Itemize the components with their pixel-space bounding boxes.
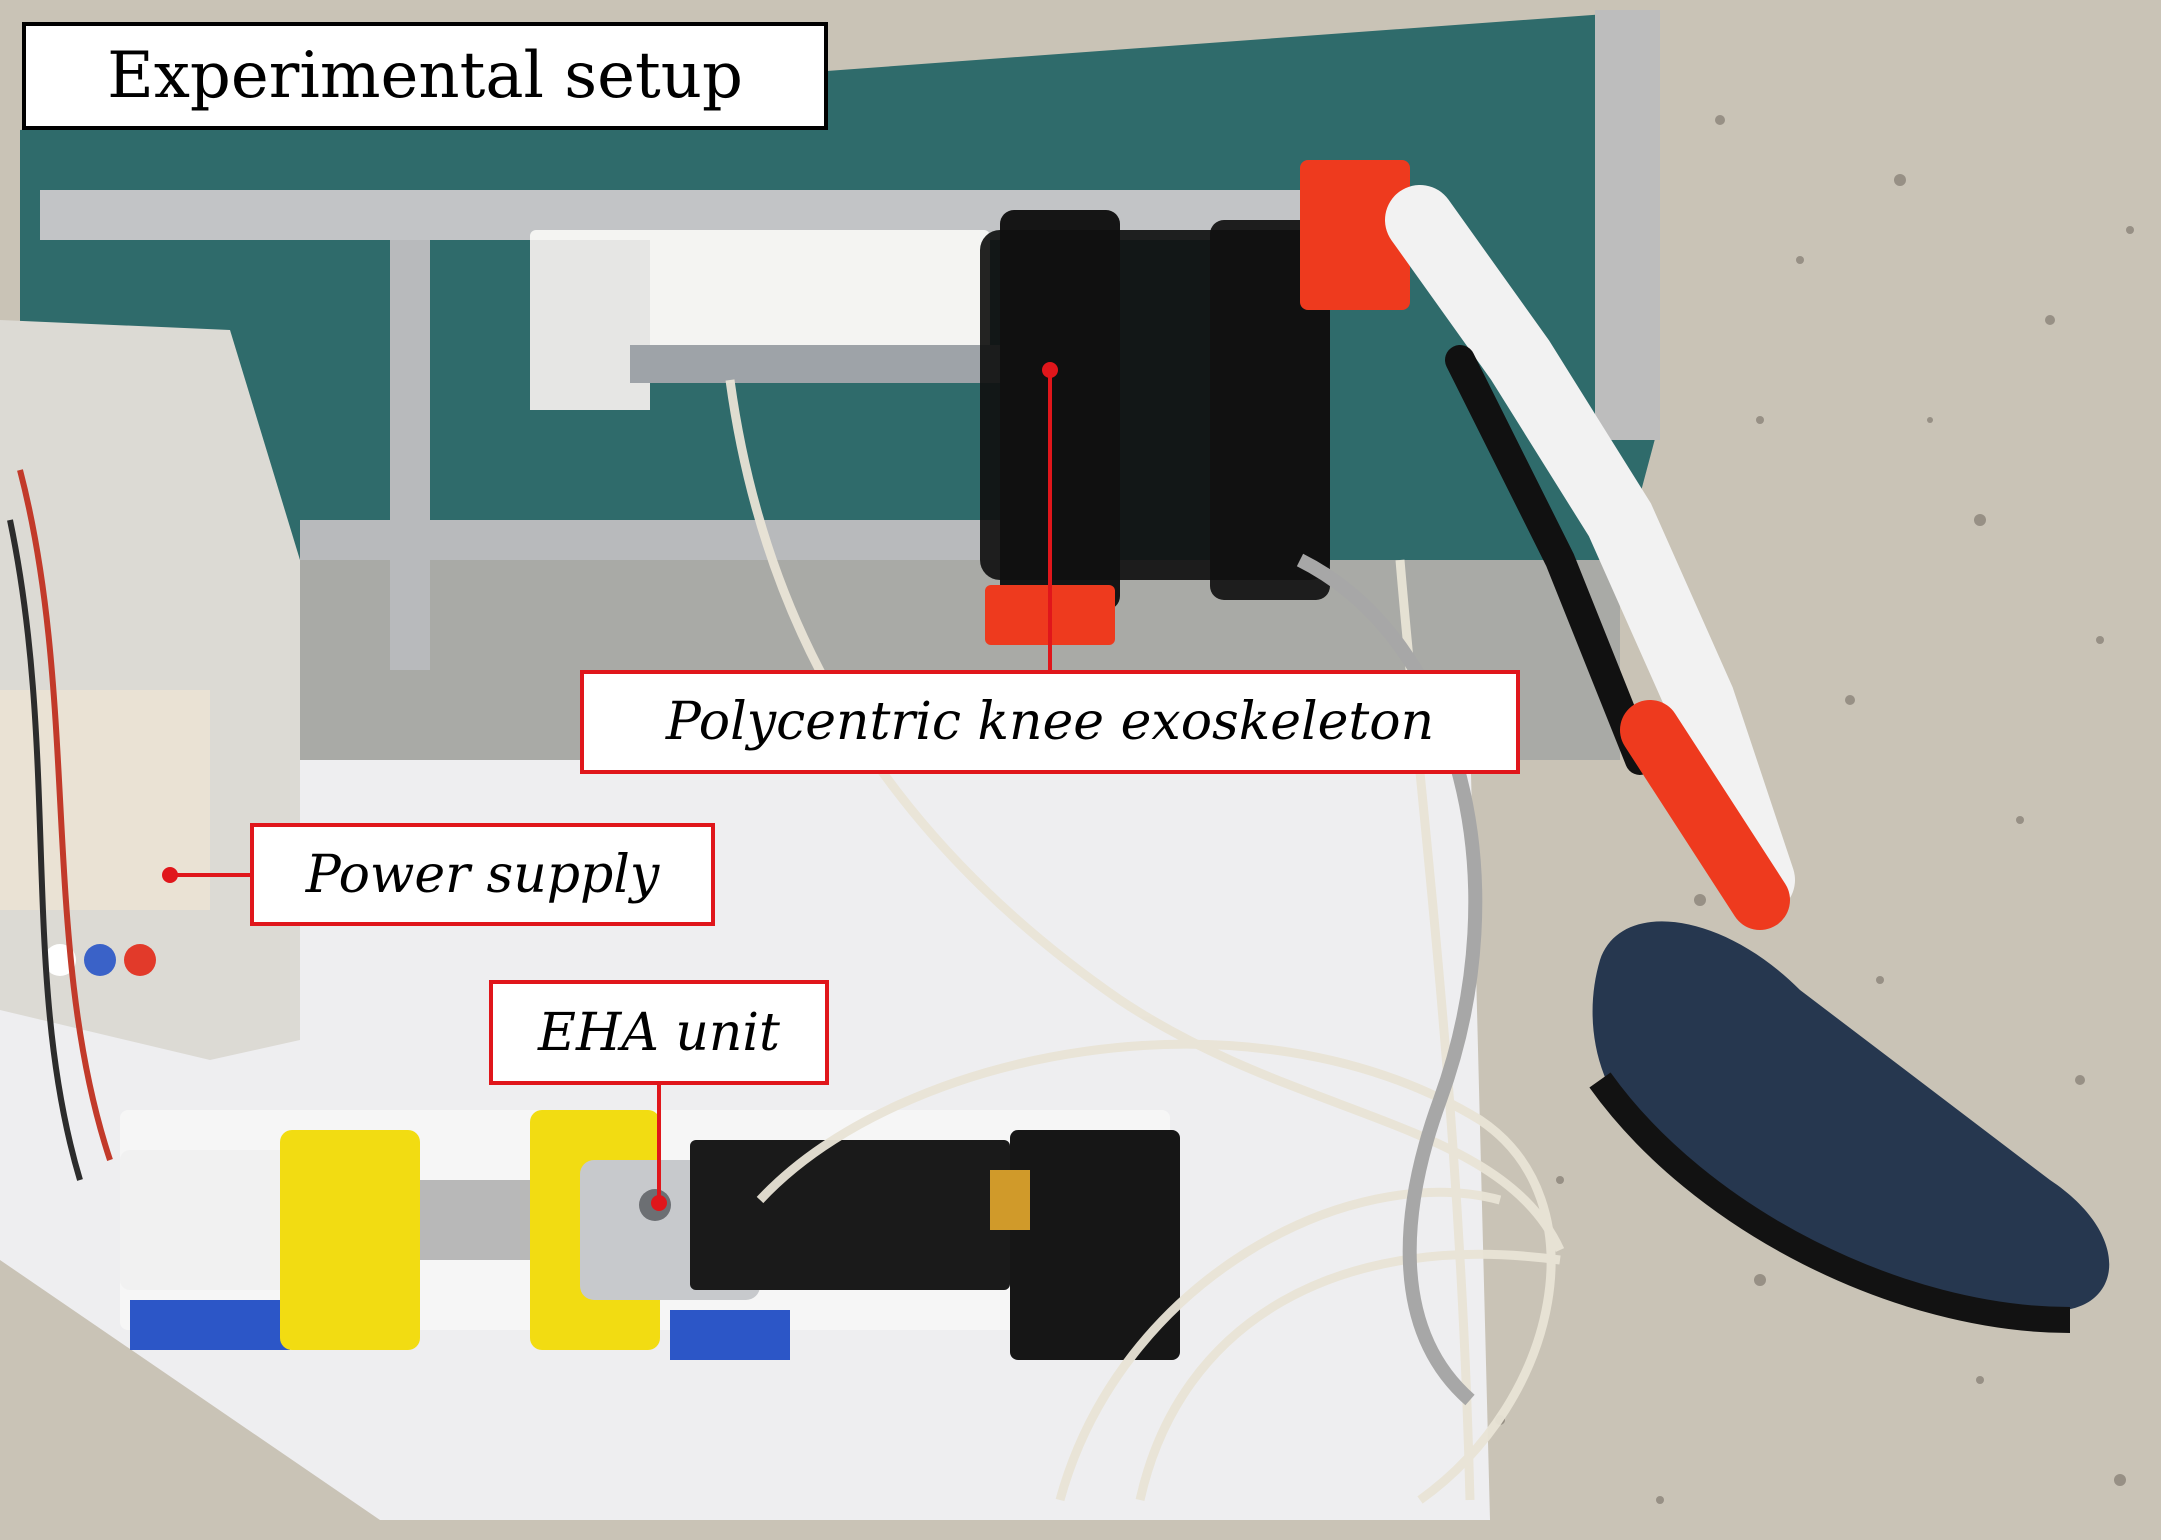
power-cable <box>17 469 113 1161</box>
eha-cylinder-end <box>1010 1130 1180 1360</box>
eha-yellow-coupler <box>280 1130 420 1350</box>
black-cuff <box>980 230 1330 580</box>
label-knee-exoskeleton: Polycentric knee exoskeleton <box>580 670 1520 774</box>
eha-shaft <box>420 1180 530 1260</box>
power-supply-terminals <box>44 944 156 976</box>
exoskeleton-black-bar <box>1445 345 1655 775</box>
eha-motor <box>120 1150 300 1290</box>
sandal-sole <box>1589 1072 2071 1333</box>
eha-cylinder <box>690 1140 1010 1290</box>
sandal <box>1592 921 2110 1311</box>
figure-title: Experimental setup <box>22 22 828 130</box>
power-cable-2 <box>7 519 83 1181</box>
label-eha-unit: EHA unit <box>489 980 829 1085</box>
white-mount-plate <box>530 240 650 410</box>
red-knee-block <box>1300 160 1410 310</box>
eha-brass-fitting <box>990 1170 1030 1230</box>
eha-blue-mount-2 <box>670 1310 790 1360</box>
red-ankle-bracket <box>1620 700 1790 930</box>
exoskeleton-link <box>1385 185 1795 915</box>
eha-blue-mount <box>130 1300 290 1350</box>
grey-hose <box>1296 553 1483 1406</box>
aluminium-crossbar <box>300 520 1000 560</box>
partition-frame <box>1595 10 1660 440</box>
aluminium-upright <box>390 240 430 670</box>
callout-pointers <box>162 362 1058 1211</box>
label-power-supply: Power supply <box>250 823 715 926</box>
